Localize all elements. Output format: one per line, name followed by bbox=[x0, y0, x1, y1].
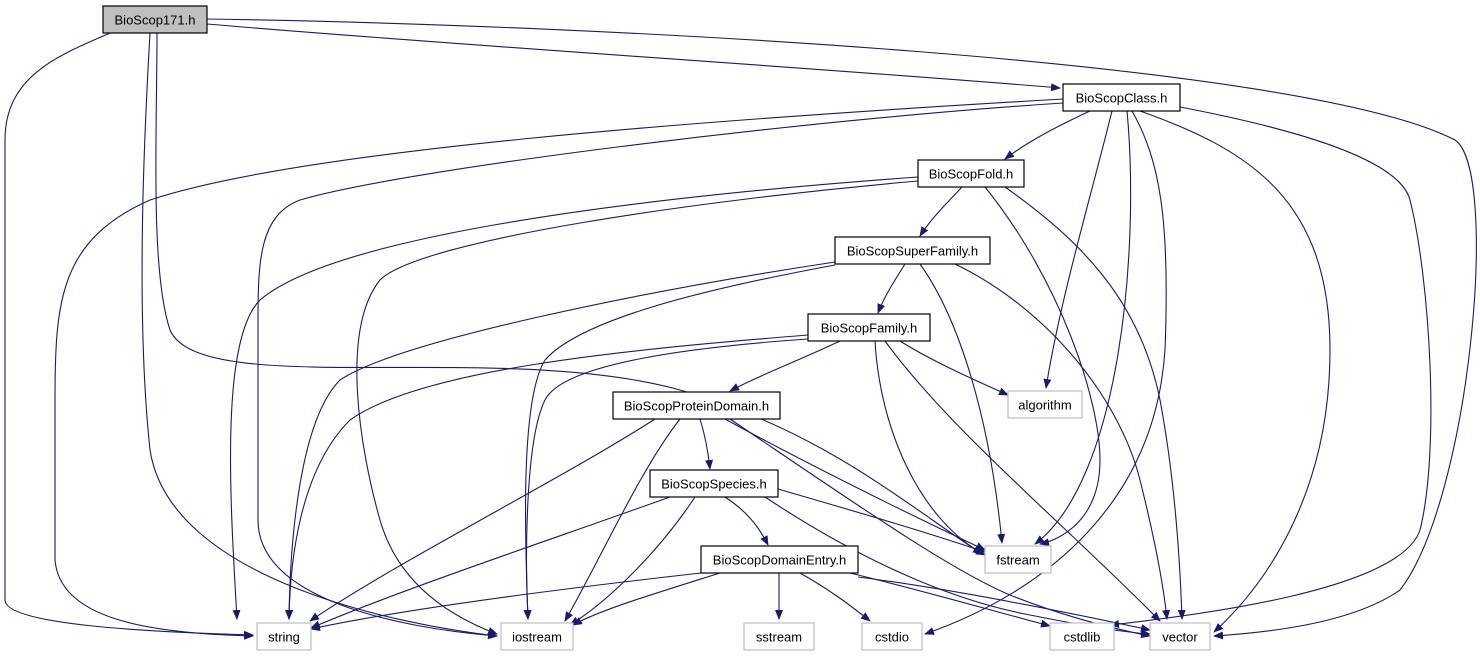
edge-bioscopproteindomain-h-to-fstream bbox=[724, 418, 986, 551]
node-label-bioscopclass-h: BioScopClass.h bbox=[1076, 91, 1168, 106]
node-sstream: sstream bbox=[743, 622, 815, 651]
node-label-bioscopsuperfamily-h: BioScopSuperFamily.h bbox=[847, 244, 978, 259]
node-label-cstdio: cstdio bbox=[875, 630, 909, 645]
node-box-bioscopdomainentry-h bbox=[700, 545, 859, 574]
node-box-vector bbox=[1149, 622, 1211, 651]
edge-bioscop171-h-to-bioscopclass-h bbox=[206, 23, 1061, 92]
edge-bioscopsuperfamily-h-to-fstream bbox=[919, 263, 1006, 544]
edge-bioscopdomainentry-h-to-vector bbox=[857, 576, 1151, 633]
node-bioscopfamily-h[interactable]: BioScopFamily.h bbox=[807, 313, 931, 342]
node-box-bioscopspecies-h bbox=[649, 469, 779, 498]
edge-bioscopclass-h-to-bioscopfold-h bbox=[1004, 110, 1091, 160]
node-bioscopsuperfamily-h[interactable]: BioScopSuperFamily.h bbox=[834, 236, 991, 265]
edge-bioscopspecies-h-to-string bbox=[310, 496, 671, 629]
edge-bioscopfamily-h-to-bioscopproteindomain-h bbox=[729, 340, 841, 392]
node-bioscopspecies-h[interactable]: BioScopSpecies.h bbox=[649, 469, 779, 498]
node-box-bioscopfamily-h bbox=[807, 313, 931, 342]
edge-bioscopfamily-h-to-string bbox=[285, 334, 809, 620]
node-bioscop171-h[interactable]: BioScop171.h bbox=[102, 5, 208, 34]
node-label-bioscopfold-h: BioScopFold.h bbox=[929, 167, 1014, 182]
edge-bioscopfamily-h-to-iostream bbox=[523, 338, 809, 620]
node-algorithm: algorithm bbox=[1007, 390, 1083, 419]
node-label-iostream: iostream bbox=[512, 630, 562, 645]
node-box-fstream bbox=[984, 545, 1052, 574]
node-label-string: string bbox=[268, 630, 300, 645]
edge-bioscopdomainentry-h-to-string bbox=[310, 572, 702, 632]
edge-bioscopfamily-h-to-algorithm bbox=[899, 340, 1009, 396]
edge-bioscop171-h-to-fstream bbox=[155, 32, 983, 555]
node-vector: vector bbox=[1149, 622, 1211, 651]
node-cstdlib: cstdlib bbox=[1049, 622, 1115, 651]
node-box-bioscopfold-h bbox=[917, 159, 1025, 188]
edge-bioscopclass-h-to-vector bbox=[1139, 110, 1331, 633]
edge-bioscopclass-h-to-cstdlib bbox=[1109, 106, 1432, 628]
edge-bioscop171-h-to-iostream bbox=[141, 32, 498, 639]
edge-bioscopfold-h-to-fstream bbox=[984, 186, 1101, 547]
edge-bioscopproteindomain-h-to-bioscopspecies-h bbox=[699, 418, 714, 470]
node-box-cstdlib bbox=[1049, 622, 1115, 651]
node-box-bioscop171-h bbox=[102, 5, 208, 34]
node-label-bioscopspecies-h: BioScopSpecies.h bbox=[661, 477, 767, 492]
edge-bioscopsuperfamily-h-to-bioscopfamily-h bbox=[877, 263, 906, 314]
edge-bioscopproteindomain-h-to-iostream bbox=[564, 418, 681, 622]
edge-bioscopproteindomain-h-to-string bbox=[309, 418, 656, 622]
edge-bioscopsuperfamily-h-to-vector bbox=[954, 263, 1171, 620]
edge-bioscopclass-h-to-iostream bbox=[257, 102, 1064, 640]
node-label-cstdlib: cstdlib bbox=[1064, 630, 1101, 645]
node-label-sstream: sstream bbox=[756, 630, 802, 645]
edge-bioscopclass-h-to-cstdio bbox=[924, 110, 1167, 635]
edge-bioscopclass-h-to-fstream bbox=[1034, 110, 1132, 545]
node-box-bioscopclass-h bbox=[1062, 83, 1181, 112]
node-bioscopclass-h[interactable]: BioScopClass.h bbox=[1062, 83, 1181, 112]
node-label-algorithm: algorithm bbox=[1018, 398, 1071, 413]
edge-bioscopfamily-h-to-vector bbox=[884, 340, 1161, 622]
node-label-bioscopfamily-h: BioScopFamily.h bbox=[821, 321, 918, 336]
node-label-bioscopdomainentry-h: BioScopDomainEntry.h bbox=[713, 553, 846, 568]
edge-bioscopproteindomain-h-to-vector bbox=[729, 418, 1151, 639]
node-iostream: iostream bbox=[500, 622, 574, 651]
edge-bioscopclass-h-to-algorithm bbox=[1043, 110, 1113, 389]
edge-bioscopspecies-h-to-bioscopdomainentry-h bbox=[724, 496, 769, 546]
node-label-bioscop171-h: BioScop171.h bbox=[115, 13, 196, 28]
node-bioscopfold-h[interactable]: BioScopFold.h bbox=[917, 159, 1025, 188]
node-box-bioscopsuperfamily-h bbox=[834, 236, 991, 265]
node-bioscopproteindomain-h[interactable]: BioScopProteinDomain.h bbox=[612, 391, 781, 420]
node-fstream: fstream bbox=[984, 545, 1052, 574]
edge-bioscopspecies-h-to-iostream bbox=[569, 496, 696, 626]
node-box-cstdio bbox=[861, 622, 923, 651]
edge-bioscopsuperfamily-h-to-iostream bbox=[523, 264, 836, 620]
edge-bioscopdomainentry-h-to-iostream bbox=[572, 572, 721, 626]
edge-bioscopfold-h-to-vector bbox=[1004, 186, 1186, 620]
node-string: string bbox=[256, 622, 312, 651]
nodes-layer: BioScop171.hBioScopClass.hBioScopFold.hB… bbox=[102, 5, 1211, 651]
node-label-bioscopproteindomain-h: BioScopProteinDomain.h bbox=[624, 399, 769, 414]
edge-bioscopfold-h-to-string bbox=[229, 176, 919, 620]
edge-bioscopspecies-h-to-fstream bbox=[777, 488, 986, 553]
node-bioscopdomainentry-h[interactable]: BioScopDomainEntry.h bbox=[700, 545, 859, 574]
edge-bioscopfold-h-to-bioscopsuperfamily-h bbox=[919, 186, 963, 237]
node-box-string bbox=[256, 622, 312, 651]
edge-bioscop171-h-to-vector bbox=[206, 18, 1477, 640]
node-label-fstream: fstream bbox=[996, 553, 1039, 568]
node-cstdio: cstdio bbox=[861, 622, 923, 651]
node-box-algorithm bbox=[1007, 390, 1083, 419]
node-box-bioscopproteindomain-h bbox=[612, 391, 781, 420]
node-label-vector: vector bbox=[1162, 630, 1198, 645]
edge-bioscopclass-h-to-string bbox=[54, 98, 1064, 640]
edge-bioscop171-h-to-string bbox=[4, 32, 254, 639]
edge-bioscopdomainentry-h-to-cstdio bbox=[799, 572, 871, 622]
node-box-iostream bbox=[500, 622, 574, 651]
edges-layer bbox=[4, 18, 1477, 640]
edge-bioscopfold-h-to-iostream bbox=[356, 180, 919, 635]
node-box-sstream bbox=[743, 622, 815, 651]
edge-bioscopsuperfamily-h-to-string bbox=[285, 261, 836, 620]
